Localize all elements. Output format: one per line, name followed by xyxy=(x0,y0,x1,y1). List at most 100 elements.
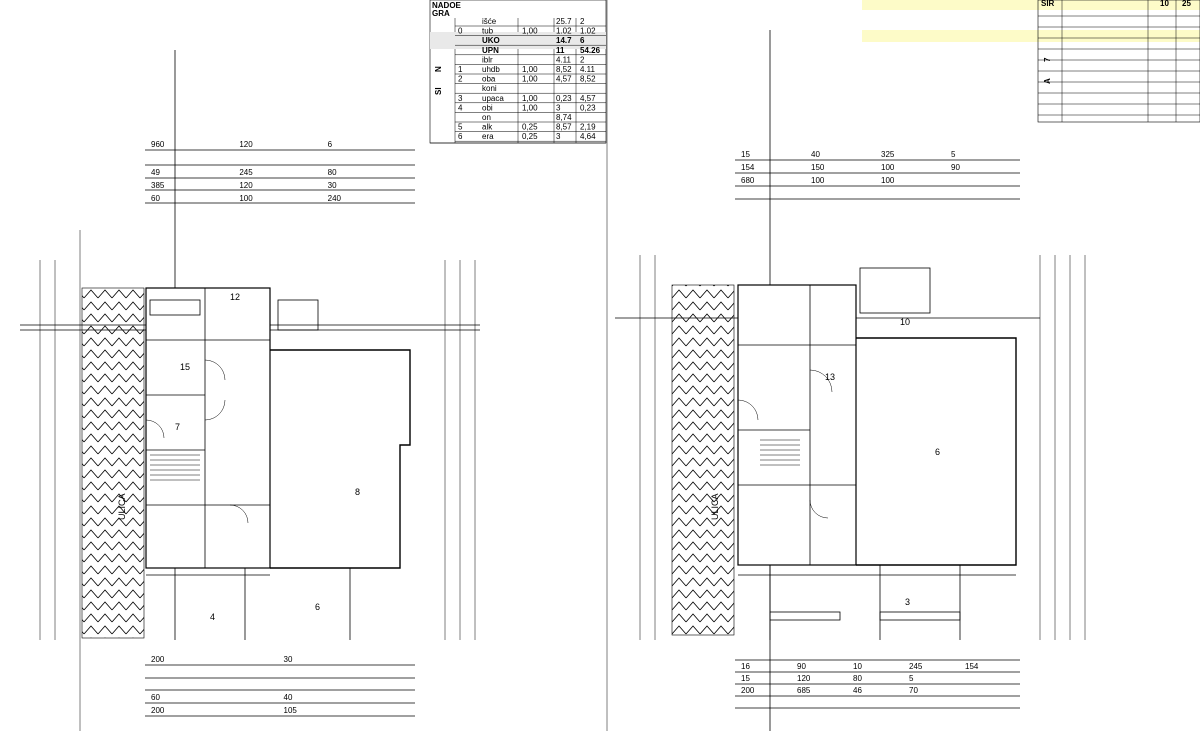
table-left-cell: UKO xyxy=(482,36,500,45)
table-left-cell: 3 xyxy=(458,94,463,103)
dimension-label: 15 xyxy=(741,674,750,683)
dimension-label: 80 xyxy=(853,674,862,683)
table-left-cell: 4,64 xyxy=(580,132,596,141)
dimension-label: 120 xyxy=(239,181,253,190)
table-left-cell: alk xyxy=(482,123,493,132)
dimension-label: 90 xyxy=(951,163,960,172)
dimension-label: 15 xyxy=(741,150,750,159)
table-left-cell: 0,23 xyxy=(580,103,596,112)
table-left-header-1: NADOE xyxy=(432,1,462,10)
table-left-cell: 3 xyxy=(556,103,561,112)
dimension-label: 120 xyxy=(797,674,811,683)
table-left-cell: 14.7 xyxy=(556,36,572,45)
table-left-cell: 8,52 xyxy=(580,75,596,84)
table-left-cell: 4.11 xyxy=(556,55,572,64)
dimension-label: 325 xyxy=(881,150,895,159)
table-left-cell: išće xyxy=(482,17,497,26)
table-left-cell: 6 xyxy=(580,36,585,45)
dimension-label: 200 xyxy=(741,686,755,695)
right-street-label: ULICA xyxy=(710,493,720,520)
dimension-label: 30 xyxy=(328,181,337,190)
room-number: 8 xyxy=(355,487,360,497)
dimension-label: 680 xyxy=(741,176,755,185)
room-number: 12 xyxy=(230,292,240,302)
table-left-cell: 1,00 xyxy=(522,27,538,36)
dimension-chain-bottom-left xyxy=(145,664,415,717)
table-left-cell: tub xyxy=(482,27,494,36)
dimension-label: 154 xyxy=(741,163,755,172)
dimension-label: 16 xyxy=(741,662,750,671)
table-left-cell: upaca xyxy=(482,94,504,103)
dimension-label: 245 xyxy=(909,662,923,671)
table-left-cell: 0,23 xyxy=(556,94,572,103)
area-table-right: SIR 10 25 A 7 xyxy=(862,0,1200,123)
highlight-band-2 xyxy=(862,30,1200,42)
dimension-label: 49 xyxy=(151,168,160,177)
table-left-cell: 0,25 xyxy=(522,123,538,132)
dimension-label: 10 xyxy=(853,662,862,671)
dimension-label: 40 xyxy=(284,693,293,702)
dimension-chain-top-right xyxy=(735,159,1020,200)
table-left-cell: 4,57 xyxy=(580,94,596,103)
table-left-cell: 25.7 xyxy=(556,17,572,26)
dimension-label: 46 xyxy=(853,686,862,695)
table-right-header-1: SIR xyxy=(1041,0,1055,8)
table-left-cell: 4 xyxy=(458,103,463,112)
table-left-cell: 5 xyxy=(458,123,463,132)
dimension-label: 120 xyxy=(239,140,253,149)
table-right-side-letter-1: A xyxy=(1043,78,1052,84)
table-left-cell: 1,00 xyxy=(522,65,538,74)
dimension-label: 100 xyxy=(811,176,825,185)
table-left-cell: 1,00 xyxy=(522,75,538,84)
dimension-label: 245 xyxy=(239,168,253,177)
table-left-cell: 2 xyxy=(458,75,463,84)
table-left-cell: era xyxy=(482,132,494,141)
table-left-cell: 4,57 xyxy=(556,75,572,84)
dimension-label: 960 xyxy=(151,140,165,149)
right-neighbour-hatch xyxy=(671,284,735,636)
table-right-side-letter-2: 7 xyxy=(1043,57,1052,62)
table-left-side-letter-1: SI xyxy=(434,87,443,95)
room-number: 6 xyxy=(315,602,320,612)
table-left-cell: 4.11 xyxy=(580,65,596,74)
table-left-cell: 1.02 xyxy=(556,27,572,36)
dimension-label: 100 xyxy=(881,163,895,172)
table-left-cell: 1 xyxy=(458,65,463,74)
table-left-cell: 1,00 xyxy=(522,94,538,103)
table-left-cell: 0 xyxy=(458,27,463,36)
table-left-cell: oba xyxy=(482,75,496,84)
table-left-header-2: GRA xyxy=(432,9,450,18)
table-right-rows xyxy=(1038,15,1200,116)
room-number: 6 xyxy=(935,447,940,457)
room-number: 13 xyxy=(825,372,835,382)
dimension-label: 105 xyxy=(284,706,298,715)
dimension-label: 200 xyxy=(151,655,165,664)
table-left-cell: 3 xyxy=(556,132,561,141)
dimension-label: 150 xyxy=(811,163,825,172)
room-number: 7 xyxy=(175,422,180,432)
room-number: 15 xyxy=(180,362,190,372)
dimension-label: 100 xyxy=(239,194,253,203)
table-left-side-letter-2: N xyxy=(434,66,443,72)
table-left-cell: 2 xyxy=(580,55,585,64)
room-number: 10 xyxy=(900,317,910,327)
table-left-cell: 2,19 xyxy=(580,123,596,132)
table-left-cell: 6 xyxy=(458,132,463,141)
table-left-cell: 0,25 xyxy=(522,132,538,141)
table-left-cell: 54.26 xyxy=(580,46,601,55)
dimension-label: 5 xyxy=(951,150,956,159)
dimension-label: 100 xyxy=(881,176,895,185)
dimension-label: 30 xyxy=(284,655,293,664)
left-neighbour-hatch xyxy=(81,287,145,639)
dimension-label: 200 xyxy=(151,706,165,715)
table-left-cell: iblr xyxy=(482,55,493,64)
highlight-band-1 xyxy=(862,0,1200,10)
